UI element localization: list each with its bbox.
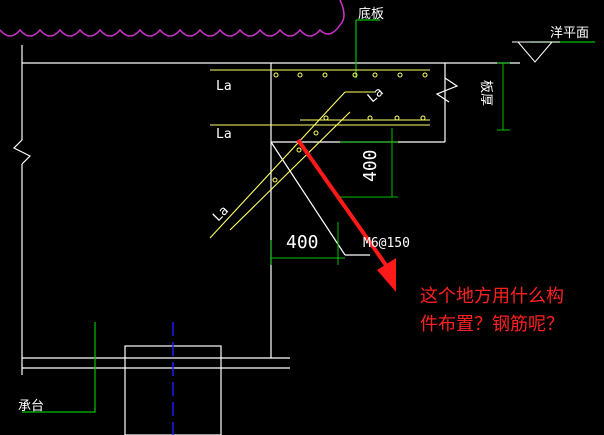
rebar-dots [272,72,428,183]
label-bottom-slab: 底板 [358,6,384,22]
leader-lines [22,19,595,413]
label-anchor-4: La [210,203,232,225]
annotation-question-line2: 件布置？钢筋呢？ [420,314,564,335]
label-anchor-1: La [216,79,232,94]
red-arrow [296,138,396,292]
annotation-question-line1: 这个地方用什么构 [420,286,564,307]
revision-cloud [0,0,345,37]
ground-level-marker [512,41,560,63]
dimension-vertical: 400 [360,149,381,182]
label-anchor-3: La [365,85,387,107]
label-slab-thickness: 板厚 [478,80,493,106]
label-pile-cap: 承台 [18,399,44,414]
label-ground-level: 洋平面 [550,26,589,41]
dimension-horizontal: 400 [286,232,319,253]
dimension-lines [270,62,510,265]
label-stirrup: M6@150 [363,236,410,251]
structure-outline [12,45,520,435]
label-anchor-2: La [216,127,232,142]
rebar-lines [209,69,430,239]
